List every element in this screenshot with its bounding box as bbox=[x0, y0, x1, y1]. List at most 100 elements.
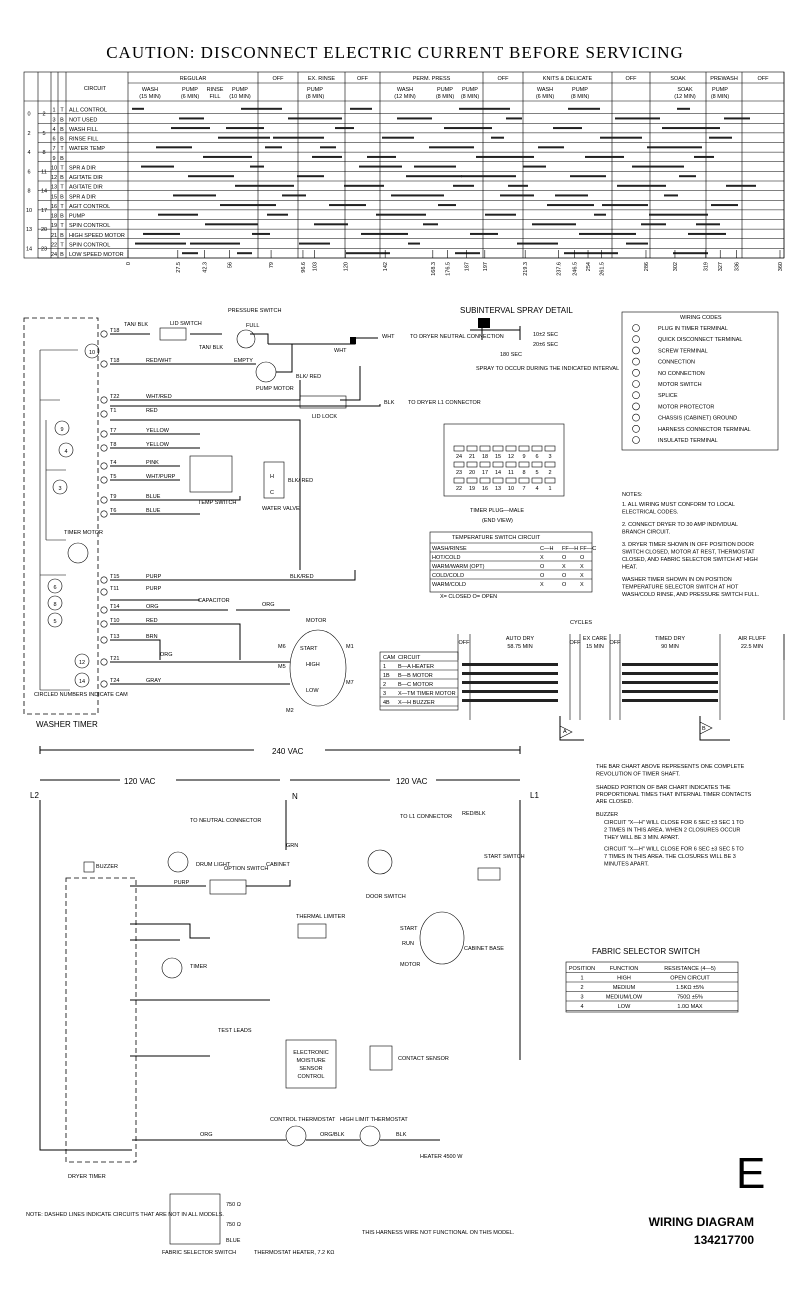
esc-line: MOISTURE bbox=[296, 1058, 325, 1064]
plug-pin bbox=[505, 445, 517, 452]
svg-text:CABINET: CABINET bbox=[266, 862, 290, 868]
terminal-id-T14: T14 bbox=[110, 604, 119, 610]
terminal-wire: WHT/PURP bbox=[146, 474, 176, 480]
cycle-circuit: CIRCUIT bbox=[398, 655, 421, 661]
tick-42.3: 42.3 bbox=[203, 262, 209, 273]
svg-text:B: B bbox=[702, 726, 706, 732]
contact-bar bbox=[423, 223, 438, 226]
contact-bar bbox=[143, 232, 180, 235]
plug-pin bbox=[505, 477, 517, 484]
tick-360: 360 bbox=[778, 262, 784, 271]
chart-subhead-sub-5: (12 MIN) bbox=[394, 94, 416, 100]
row-pair-a: 8 bbox=[27, 189, 30, 195]
svg-text:120 VAC: 120 VAC bbox=[396, 777, 428, 786]
row-cam: 9 bbox=[52, 156, 55, 162]
row-circuit: PUMP bbox=[69, 214, 85, 220]
svg-text:LID LOCK: LID LOCK bbox=[312, 414, 337, 420]
tick-96.6: 96.6 bbox=[301, 262, 307, 273]
terminal-id-T22: T22 bbox=[110, 394, 119, 400]
chart-subhead-sub-11: (8 MIN) bbox=[711, 94, 730, 100]
terminal-id-T7: T7 bbox=[110, 428, 116, 434]
plug-pin bbox=[531, 477, 543, 484]
terminal-id-T15: T15 bbox=[110, 574, 119, 580]
svg-text:START SWITCH: START SWITCH bbox=[484, 854, 525, 860]
timer-motor bbox=[67, 542, 89, 564]
fabric-cell: 1 bbox=[580, 976, 583, 982]
row-pair-a: 13 bbox=[26, 227, 32, 233]
moisture-sensor-control bbox=[285, 1039, 337, 1089]
terminal-id-T18: T18 bbox=[110, 328, 119, 334]
svg-text:9: 9 bbox=[60, 427, 63, 433]
contact-bar bbox=[408, 242, 420, 245]
temp-cell: O bbox=[580, 555, 585, 561]
svg-text:WIRING CODES: WIRING CODES bbox=[680, 315, 722, 321]
fabric-cell: POSITION bbox=[569, 966, 595, 972]
svg-text:NOTES:: NOTES: bbox=[622, 492, 643, 498]
tick-79: 79 bbox=[269, 262, 275, 268]
buzzer-b-line: CIRCUIT "X—H" WILL CLOSE FOR 6 SEC ±3 SE… bbox=[604, 847, 744, 853]
buzzer-a-line: THEY WILL BE 3 MIN. APART. bbox=[604, 835, 680, 841]
contact-bar bbox=[538, 146, 564, 149]
fabric-cell: 2 bbox=[580, 985, 583, 991]
plug-pin bbox=[544, 477, 556, 484]
contact-bar bbox=[617, 184, 666, 187]
contact-bar bbox=[361, 232, 408, 235]
tick-319: 319 bbox=[704, 262, 710, 271]
timer-terminal bbox=[100, 510, 108, 518]
svg-text:N: N bbox=[292, 792, 298, 801]
tick-56: 56 bbox=[227, 262, 233, 268]
plug-pin-number: 18 bbox=[482, 454, 488, 460]
plug-pin-number: 5 bbox=[535, 470, 538, 476]
svg-text:NOTE: DASHED LINES INDICATE CI: NOTE: DASHED LINES INDICATE CIRCUITS THA… bbox=[26, 1212, 224, 1218]
svg-text:THIS HARNESS WIRE NOT FUNCTION: THIS HARNESS WIRE NOT FUNCTIONAL ON THIS… bbox=[362, 1230, 515, 1236]
plug-pin-number: 23 bbox=[456, 470, 462, 476]
code-item-3: CONNECTION bbox=[658, 360, 695, 366]
shade-note-line: ARE CLOSED. bbox=[596, 799, 633, 805]
cam-12 bbox=[74, 653, 90, 669]
code-item-6: SPLICE bbox=[658, 393, 678, 399]
plug-pin bbox=[518, 461, 530, 468]
chart-group-6: KNITS & DELICATE bbox=[543, 76, 593, 82]
svg-text:L2: L2 bbox=[30, 791, 39, 800]
row-pair-b: 23 bbox=[41, 246, 47, 252]
svg-text:ORG: ORG bbox=[200, 1132, 213, 1138]
svg-text:SPRAY TO OCCUR DURING THE INDI: SPRAY TO OCCUR DURING THE INDICATED INTE… bbox=[476, 366, 619, 372]
contact-bar bbox=[391, 194, 444, 197]
row-pair-a: 2 bbox=[27, 131, 30, 137]
contact-bar bbox=[568, 107, 600, 110]
svg-text:750 Ω: 750 Ω bbox=[226, 1202, 241, 1208]
chart-group-5: OFF bbox=[498, 76, 510, 82]
timer-terminal bbox=[100, 496, 108, 504]
fabric-cell: RESISTANCE (4—5) bbox=[664, 966, 716, 972]
chart-subhead-6: PUMP bbox=[437, 87, 453, 93]
row-term: B bbox=[60, 156, 64, 162]
row-cam: 21 bbox=[51, 233, 57, 239]
cam-note: CIRCLED NUMBERS INDICATE CAM bbox=[34, 692, 128, 698]
contact-bar bbox=[288, 117, 342, 120]
plug-pin bbox=[479, 477, 491, 484]
cam-4 bbox=[58, 442, 74, 458]
contact-bar bbox=[476, 155, 534, 158]
contact-bar bbox=[647, 146, 702, 149]
svg-text:ORG/BLK: ORG/BLK bbox=[320, 1132, 345, 1138]
svg-text:12: 12 bbox=[79, 660, 85, 666]
plug-pin-number: 13 bbox=[495, 486, 501, 492]
row-term: B bbox=[60, 127, 64, 133]
fabric-cell: FUNCTION bbox=[610, 966, 638, 972]
washer-timer-label: WASHER TIMER bbox=[36, 720, 98, 729]
contact-bar bbox=[626, 242, 648, 245]
cycle-circuit: X—H BUZZER bbox=[398, 700, 435, 706]
row-cam: 22 bbox=[51, 242, 57, 248]
svg-text:H: H bbox=[270, 474, 274, 480]
timer-terminal bbox=[100, 396, 108, 404]
tick-286: 286 bbox=[644, 262, 650, 271]
chart-subhead-4: PUMP bbox=[307, 87, 323, 93]
code-symbol bbox=[632, 368, 640, 377]
plug-pin bbox=[453, 445, 465, 452]
contact-bar bbox=[694, 155, 714, 158]
timer-terminal bbox=[100, 410, 108, 418]
timer-terminal bbox=[100, 330, 108, 338]
